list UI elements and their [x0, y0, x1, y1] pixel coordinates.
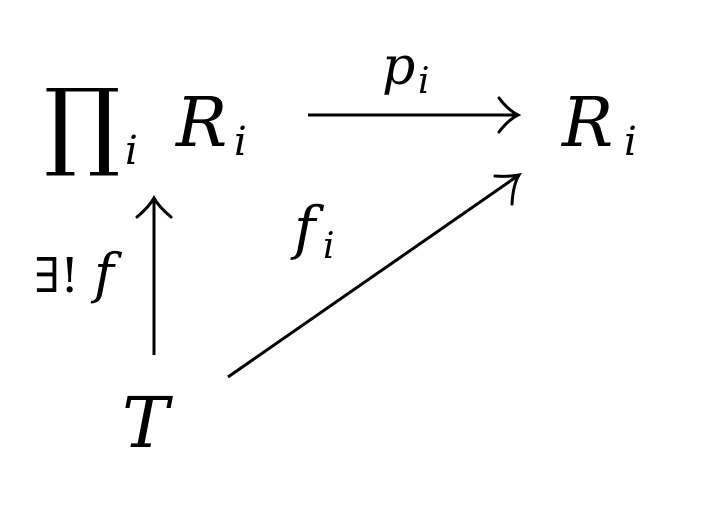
projection-label-main: p — [382, 37, 415, 97]
component-arrow — [227, 172, 522, 379]
unique-arrow — [135, 194, 173, 355]
component-label-subscript: i — [323, 226, 335, 267]
projection-arrow — [308, 96, 522, 134]
target-node: R i — [560, 84, 637, 165]
product-index: i — [125, 128, 138, 174]
target-subscript: i — [624, 119, 637, 165]
product-symbol: ∏ — [44, 68, 120, 180]
unique-quantifier: ∃! — [34, 248, 79, 304]
component-label: f i — [290, 194, 335, 267]
product-factor: R — [174, 84, 227, 163]
product-factor-subscript: i — [234, 119, 247, 165]
projection-arrowhead — [497, 96, 522, 134]
source-node: T — [122, 382, 173, 464]
target-symbol: R — [560, 84, 613, 163]
unique-map-name: f — [90, 242, 122, 305]
component-arrow-shaft — [227, 173, 520, 379]
source-symbol: T — [122, 382, 173, 464]
component-arrowhead — [493, 172, 522, 206]
product-node: ∏ i R i — [44, 68, 247, 180]
projection-label: p i — [382, 37, 430, 102]
unique-arrowhead — [135, 194, 173, 219]
component-label-main: f — [290, 194, 325, 262]
unique-label: ∃! f — [34, 242, 122, 305]
projection-label-subscript: i — [418, 61, 430, 102]
